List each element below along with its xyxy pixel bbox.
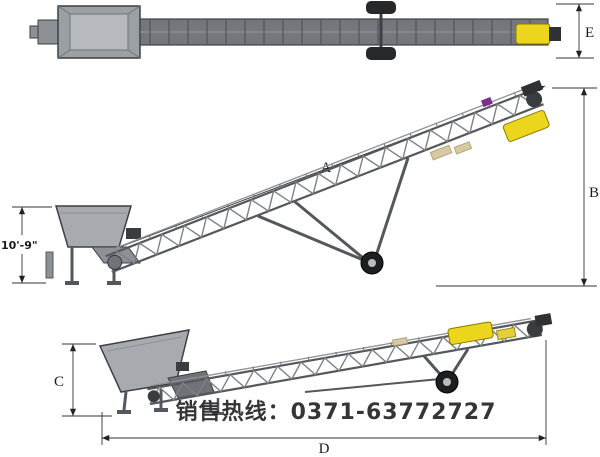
belt-line [109,88,526,251]
dim-b-label: B [589,185,599,201]
towbar-block [37,19,60,45]
folded-support-tan-2 [453,141,473,155]
wheel-hub [368,259,376,267]
support-struts [257,157,410,264]
hopper-wall-edges [57,5,141,59]
hopper-body [54,205,133,248]
side-view-transport: C D [54,313,553,457]
top-plan-view [29,1,561,60]
bottom-chord [149,333,543,406]
tail-pulley [147,390,160,403]
dimension-D: D [101,340,547,457]
drive-motor-yellow [502,109,550,142]
hopper-inner-edge [106,336,183,352]
dimension-B: B [436,87,599,287]
discharge-hood [534,313,553,327]
conveyor-truss-raised [105,80,550,274]
feeder-drive [176,362,189,371]
head-motor-small-yellow [496,327,517,341]
head-guard-purple [480,96,493,108]
hopper-foot-left [117,410,131,414]
idler-ticks [169,337,420,386]
tire-top-plan [366,1,396,14]
dim-d-label: D [319,441,330,457]
top-chord [105,87,538,258]
hopper-raised [45,205,141,285]
hopper-foot-right [107,281,121,285]
hopper-opening-plan [69,13,129,51]
hopper-foot-left [65,281,79,285]
head-pulley [526,91,543,108]
dim-h-label: 10'-9" [1,239,38,252]
conveyor-truss-transport [147,313,553,406]
side-view-raised: A [1,80,599,287]
drive-motor-yellow [447,321,494,345]
folded-brace [304,378,441,393]
tire-bottom-plan [366,47,396,60]
truss-crossbars-plan [149,20,531,44]
dim-a-label: A [321,160,332,176]
head-motor-plan [515,23,551,45]
dimension-hopper-height: 10'-9" [1,206,52,284]
undercarriage-raised [257,157,410,275]
head-pulley-plan [549,27,561,41]
hopper-legs [122,389,163,411]
mid-stand-foot [212,412,224,415]
dimension-C: C [54,343,112,417]
folded-support-tan [429,144,453,161]
discharge-hood [520,80,544,97]
dim-e-label: E [585,25,594,41]
hopper-foot-right [154,408,168,412]
truss-web [111,94,538,273]
feeder-drive [126,228,141,239]
wheel-hub [443,378,451,386]
dim-c-label: C [54,374,64,390]
hopper-transport [98,329,215,414]
undercarriage-transport [212,348,470,415]
sales-hotline-watermark: 销售热线：0371-63772727 [176,399,497,425]
bottom-chord [111,103,544,274]
folded-support-tan [392,337,408,347]
tail-pulley [107,254,123,270]
jack-stand [45,251,54,279]
dimension-E: E [556,3,594,59]
